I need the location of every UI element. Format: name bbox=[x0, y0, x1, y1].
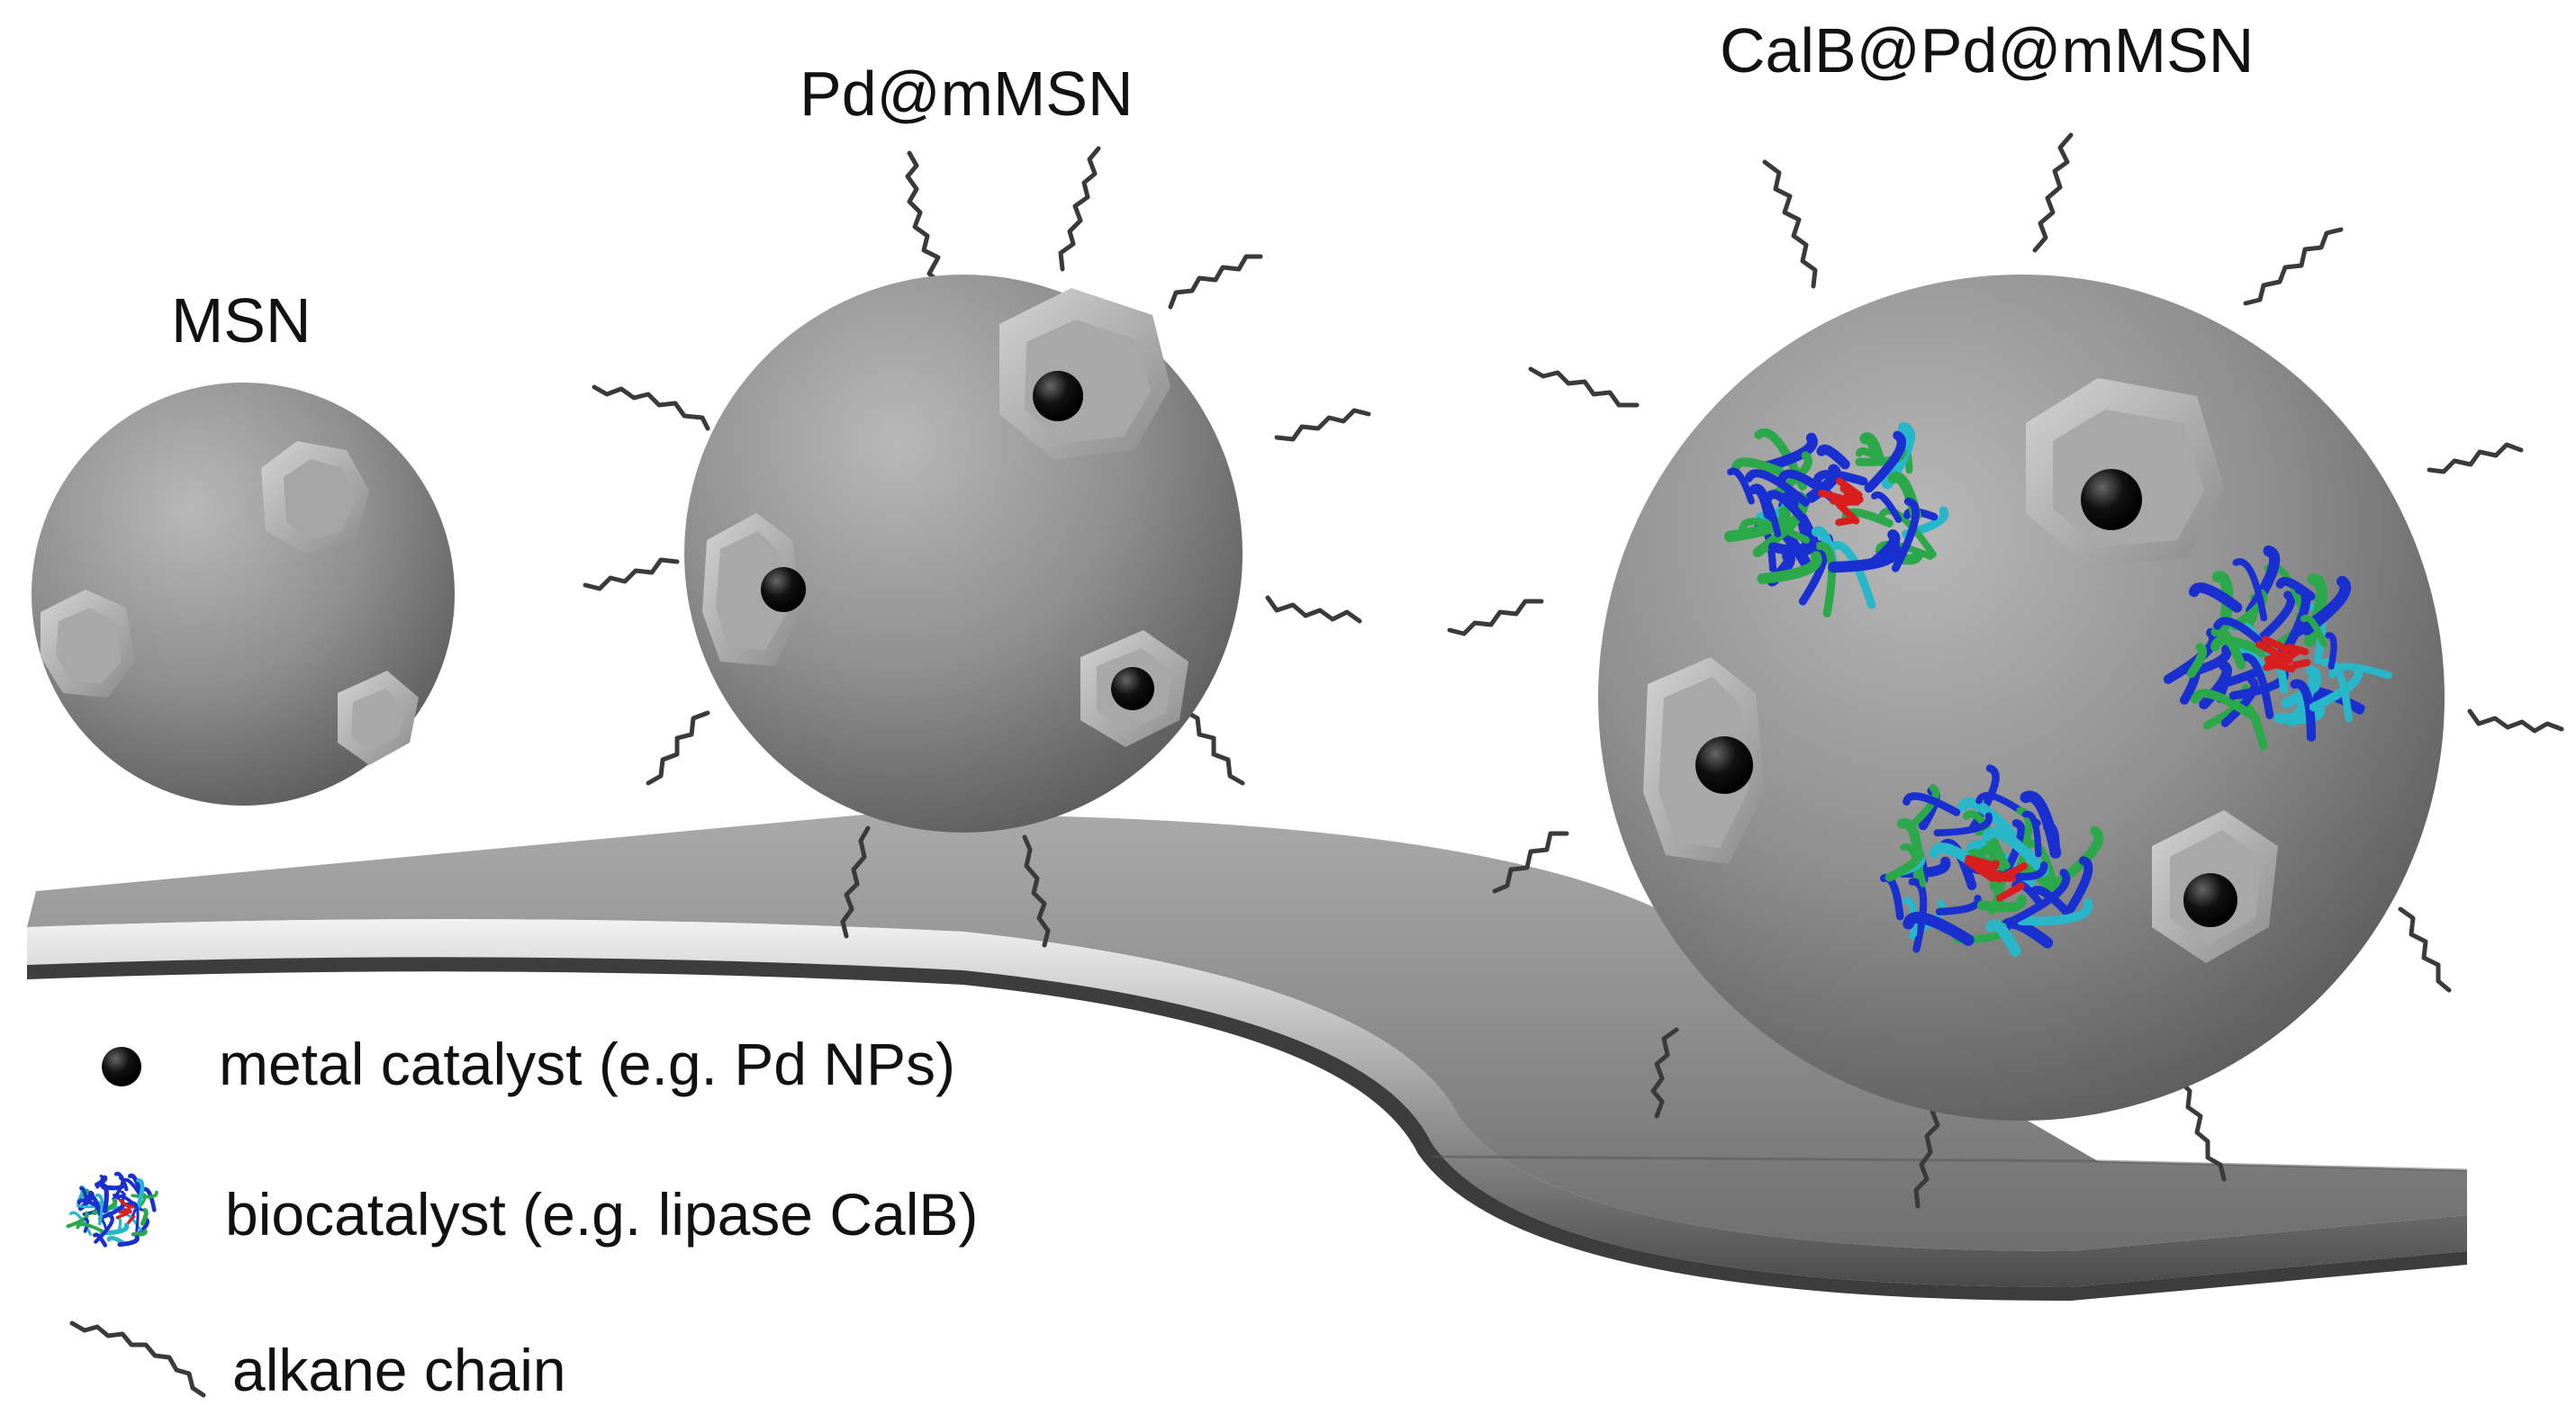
pore bbox=[338, 671, 419, 765]
legend-item-biocatalyst: biocatalyst (e.g. lipase CalB) bbox=[66, 1171, 978, 1248]
legend-item-metal: metal catalyst (e.g. Pd NPs) bbox=[102, 1031, 955, 1097]
black-dot-icon bbox=[102, 1047, 141, 1086]
pd-nanoparticle bbox=[1033, 371, 1083, 421]
legend-alkane-label: alkane chain bbox=[232, 1337, 566, 1403]
alkane-chains bbox=[583, 146, 1371, 948]
calb-pd-mmsn-particle bbox=[1447, 132, 2564, 1209]
pd-nanoparticle bbox=[2081, 469, 2142, 530]
pore bbox=[702, 513, 801, 666]
msn-particle bbox=[32, 383, 455, 806]
pore bbox=[261, 441, 369, 554]
pd-mmsn-particle bbox=[583, 146, 1371, 948]
legend-item-alkane: alkane chain bbox=[69, 1320, 566, 1403]
protein-ribbon-icon bbox=[1723, 421, 1949, 617]
pd-nanoparticle bbox=[1695, 736, 1753, 794]
legend-metal-label: metal catalyst (e.g. Pd NPs) bbox=[219, 1031, 955, 1097]
calb-enzyme bbox=[1723, 421, 1949, 617]
protein-ribbon-icon bbox=[2163, 545, 2392, 751]
pd-nanoparticle bbox=[761, 567, 806, 612]
pd-nanoparticle bbox=[1111, 667, 1154, 710]
pd-nanoparticle bbox=[2183, 873, 2237, 927]
label-msn: MSN bbox=[171, 285, 312, 356]
label-pd-mmsn: Pd@mMSN bbox=[800, 59, 1134, 129]
legend-biocatalyst-label: biocatalyst (e.g. lipase CalB) bbox=[225, 1181, 978, 1248]
calb-enzyme bbox=[1879, 764, 2104, 957]
alkane-chain-icon bbox=[69, 1320, 206, 1398]
alkane-chains bbox=[1447, 132, 2564, 1209]
track bbox=[27, 814, 2468, 1301]
legend: metal catalyst (e.g. Pd NPs) biocatalyst… bbox=[66, 1031, 978, 1403]
protein-ribbon-icon bbox=[1879, 764, 2104, 957]
calb-enzyme bbox=[2163, 545, 2392, 751]
pore bbox=[41, 590, 135, 698]
protein-ribbon-icon bbox=[66, 1171, 158, 1248]
label-calb-pd-mmsn: CalB@Pd@mMSN bbox=[1720, 15, 2254, 86]
